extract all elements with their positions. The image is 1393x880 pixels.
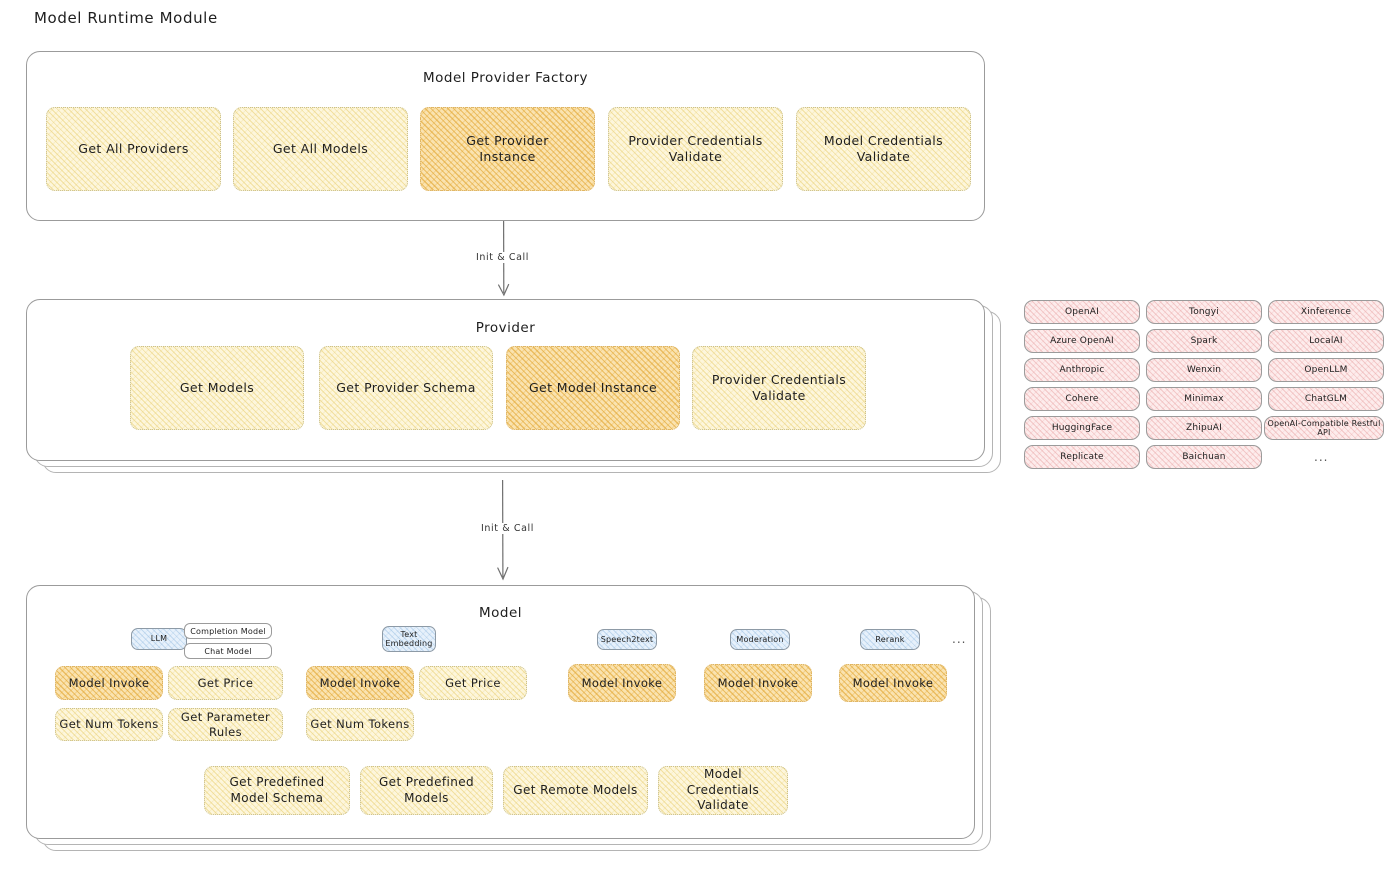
model-subtype-badge-completion-model[interactable]: Completion Model (184, 623, 272, 639)
model-common-get-remote-models[interactable]: Get Remote Models (503, 766, 648, 815)
provider-chip-localai[interactable]: LocalAI (1268, 329, 1384, 353)
model-common-model-credentials-validate[interactable]: Model Credentials Validate (658, 766, 788, 815)
provider-panel-title: Provider (475, 320, 536, 336)
provider-chip-huggingface[interactable]: HuggingFace (1024, 416, 1140, 440)
provider-chip-openai-compatible-restful-api[interactable]: OpenAI-Compatible Restful API (1264, 416, 1384, 440)
model-method-speech2text-model-invoke[interactable]: Model Invoke (568, 664, 676, 702)
provider-chip-zhipuai[interactable]: ZhipuAI (1146, 416, 1262, 440)
provider-chip-tongyi[interactable]: Tongyi (1146, 300, 1262, 324)
model-method-text-embedding-model-invoke[interactable]: Model Invoke (306, 666, 414, 700)
provider-box-provider-credentials-validate[interactable]: Provider Credentials Validate (692, 346, 866, 430)
model-method-llm-get-num-tokens[interactable]: Get Num Tokens (55, 708, 163, 741)
arrow-label-init-and-call-2: Init & Call (477, 523, 538, 534)
provider-chip-chatglm[interactable]: ChatGLM (1268, 387, 1384, 411)
provider-chip-list: OpenAI Azure OpenAI Anthropic Cohere Hug… (1024, 300, 1384, 478)
model-method-rerank-model-invoke[interactable]: Model Invoke (839, 664, 947, 702)
page-title: Model Runtime Module (34, 9, 218, 27)
factory-box-model-credentials-validate[interactable]: Model Credentials Validate (796, 107, 971, 191)
arrow-label-init-and-call-1: Init & Call (472, 252, 533, 263)
model-provider-factory-panel: Model Provider Factory Get All Providers… (26, 51, 985, 221)
factory-box-get-all-providers[interactable]: Get All Providers (46, 107, 221, 191)
provider-chip-replicate[interactable]: Replicate (1024, 445, 1140, 469)
model-panel-title: Model (478, 605, 523, 621)
model-type-badge-moderation[interactable]: Moderation (730, 629, 790, 650)
model-method-llm-get-price[interactable]: Get Price (168, 666, 283, 700)
provider-chip-minimax[interactable]: Minimax (1146, 387, 1262, 411)
model-types-more-ellipsis: ... (952, 632, 967, 646)
provider-box-get-provider-schema[interactable]: Get Provider Schema (319, 346, 493, 430)
model-subtype-badge-chat-model[interactable]: Chat Model (184, 643, 272, 659)
model-method-text-embedding-get-price[interactable]: Get Price (419, 666, 527, 700)
model-method-llm-get-parameter-rules[interactable]: Get Parameter Rules (168, 708, 283, 741)
model-type-badge-text-embedding[interactable]: Text Embedding (382, 626, 436, 652)
model-type-badge-llm[interactable]: LLM (131, 628, 187, 650)
provider-chip-azure-openai[interactable]: Azure OpenAI (1024, 329, 1140, 353)
provider-chip-xinference[interactable]: Xinference (1268, 300, 1384, 324)
model-common-get-predefined-models[interactable]: Get Predefined Models (360, 766, 493, 815)
factory-box-get-provider-instance[interactable]: Get Provider Instance (420, 107, 595, 191)
provider-panel: Provider Get Models Get Provider Schema … (26, 299, 985, 461)
provider-chip-anthropic[interactable]: Anthropic (1024, 358, 1140, 382)
model-type-badge-speech2text[interactable]: Speech2text (597, 629, 657, 650)
factory-box-provider-credentials-validate[interactable]: Provider Credentials Validate (608, 107, 783, 191)
model-type-badge-rerank[interactable]: Rerank (860, 629, 920, 650)
provider-chip-baichuan[interactable]: Baichuan (1146, 445, 1262, 469)
provider-chip-openllm[interactable]: OpenLLM (1268, 358, 1384, 382)
provider-chip-spark[interactable]: Spark (1146, 329, 1262, 353)
provider-chip-cohere[interactable]: Cohere (1024, 387, 1140, 411)
provider-box-get-model-instance[interactable]: Get Model Instance (506, 346, 680, 430)
factory-panel-title: Model Provider Factory (422, 70, 588, 86)
model-common-get-predefined-model-schema[interactable]: Get Predefined Model Schema (204, 766, 350, 815)
provider-chip-openai[interactable]: OpenAI (1024, 300, 1140, 324)
factory-box-get-all-models[interactable]: Get All Models (233, 107, 408, 191)
provider-chip-wenxin[interactable]: Wenxin (1146, 358, 1262, 382)
model-panel: Model LLM Completion Model Chat Model Mo… (26, 585, 975, 839)
model-method-llm-model-invoke[interactable]: Model Invoke (55, 666, 163, 700)
model-method-moderation-model-invoke[interactable]: Model Invoke (704, 664, 812, 702)
model-method-text-embedding-get-num-tokens[interactable]: Get Num Tokens (306, 708, 414, 741)
provider-list-more-ellipsis: ... (1314, 450, 1329, 464)
provider-box-get-models[interactable]: Get Models (130, 346, 304, 430)
